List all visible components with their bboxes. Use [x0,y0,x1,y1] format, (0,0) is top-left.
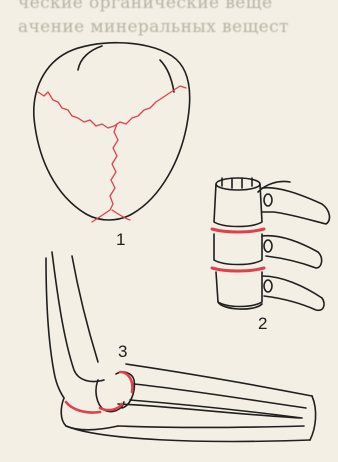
disc-2 [212,268,264,271]
figure-label-2: 2 [258,314,267,334]
facet-3 [264,280,272,292]
ulna-upper [118,404,300,418]
spinous-process-1 [262,188,329,224]
humerus-shaft-line [72,256,98,362]
forearm-end [310,396,316,440]
facet-1 [264,194,272,206]
skull-crease [78,46,102,70]
facet-2 [264,240,272,252]
disc-1 [212,229,264,232]
sagittal-suture [110,124,118,210]
olecranon [61,398,118,430]
forearm-outline-top [126,364,312,396]
vertebra-body-3 [216,272,262,307]
radius-lower [130,400,302,418]
coronal-suture [38,86,186,128]
figure-label-1: 1 [116,230,125,250]
vertebrae-drawing [214,178,329,310]
humerus-front [52,252,104,382]
skull-crease-right [160,60,174,92]
radius-upper [134,384,306,408]
skull-sutures [38,86,186,222]
ulna-lower [118,426,304,428]
figure-label-3: 3 [118,342,127,362]
vertebra-body-2 [214,234,262,265]
cartilage-olecranon [66,402,100,413]
spinous-process-2 [262,236,322,268]
